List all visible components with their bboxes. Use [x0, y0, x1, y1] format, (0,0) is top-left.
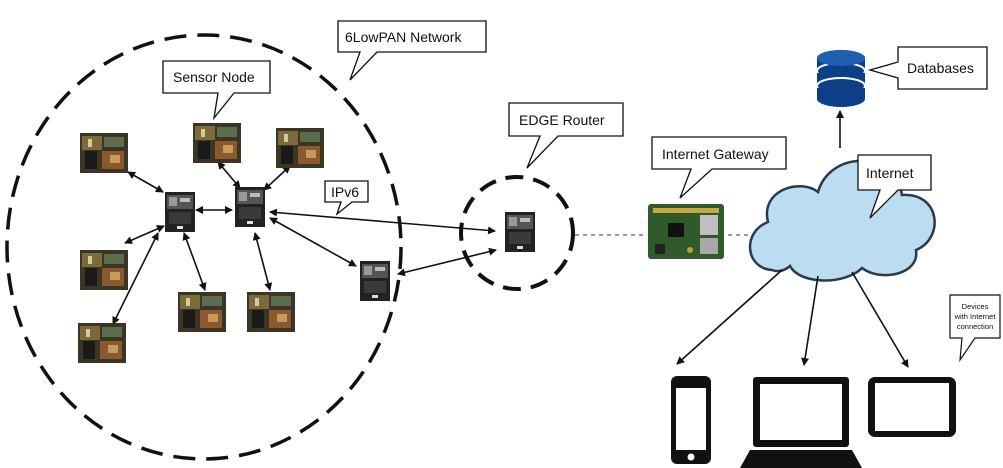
devices-callout: Devices with Internet connection: [949, 294, 1001, 363]
edge-router-device: [505, 212, 535, 252]
databases-callout: Databases: [867, 46, 988, 90]
ipv6-callout: IPv6: [324, 180, 369, 216]
sensor-node-image: [78, 323, 126, 363]
sensor-node-image: [80, 133, 128, 173]
cloud-device-links: [676, 269, 909, 368]
internet-callout: Internet: [857, 154, 932, 219]
relay-node-image: [165, 192, 195, 232]
relay-node-image: [235, 187, 265, 227]
edge-router-callout: EDGE Router: [508, 102, 624, 169]
sensor-node-image: [247, 292, 295, 332]
database-icon: [816, 50, 866, 107]
tablet-icon: [868, 377, 956, 437]
sensor-node-image: [276, 128, 324, 168]
sensor-node-image: [80, 250, 128, 290]
databases-label: Databases: [907, 60, 974, 76]
laptop-icon: [740, 377, 862, 468]
sensor-node-image: [178, 292, 226, 332]
circuit-board-icon: [648, 204, 724, 259]
devices-label-line1: Devices: [962, 302, 989, 311]
internet-label: Internet: [866, 165, 914, 181]
internet-gateway-label: Internet Gateway: [662, 146, 769, 162]
relay-node-image: [360, 261, 390, 301]
ipv6-label: IPv6: [331, 184, 359, 200]
network-links: [112, 161, 497, 325]
sensor-node-image: [193, 123, 241, 163]
network-callout: 6LowPAN Network: [337, 20, 487, 81]
6lowpan-network-boundary: [5, 33, 403, 461]
sensor-node-callout: Sensor Node: [162, 60, 271, 121]
network-label: 6LowPAN Network: [345, 29, 462, 45]
smartphone-icon: [671, 376, 711, 464]
devices-label-line2: with Internet: [954, 312, 997, 321]
devices-label-line3: connection: [957, 322, 993, 331]
internet-gateway-callout: Internet Gateway: [651, 136, 787, 199]
edge-router-label: EDGE Router: [519, 112, 605, 128]
sensor-node-label: Sensor Node: [173, 69, 255, 85]
